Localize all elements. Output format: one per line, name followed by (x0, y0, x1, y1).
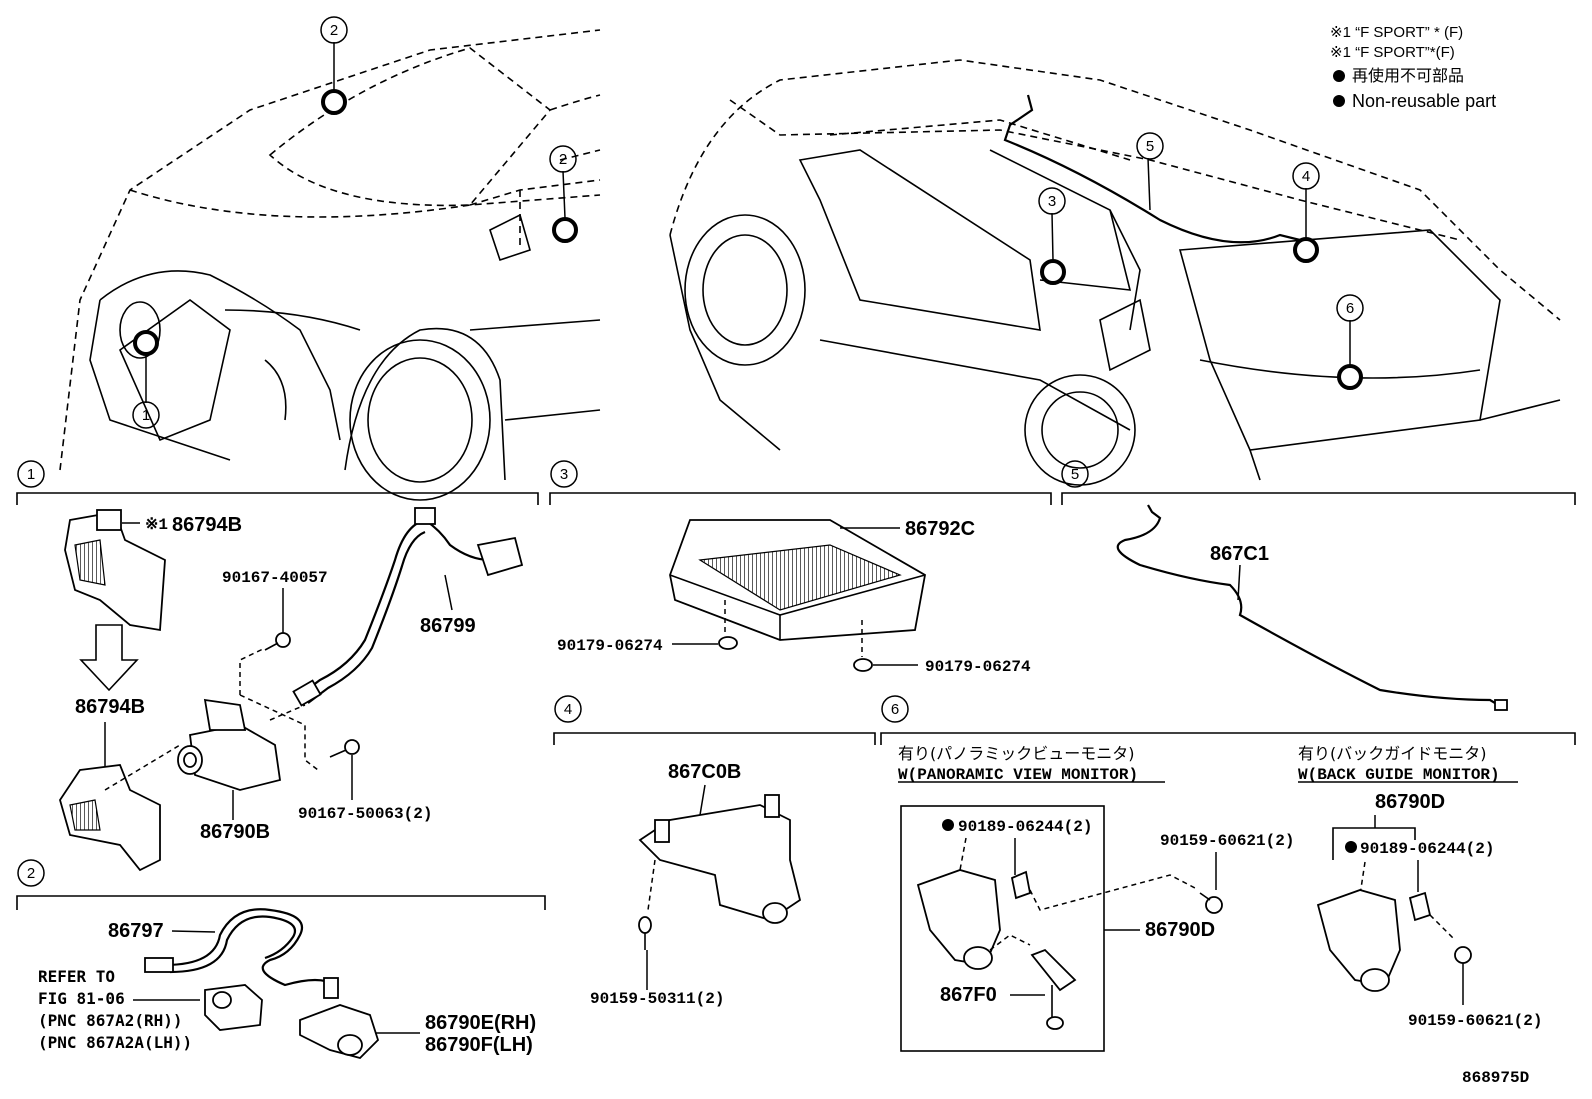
part-90167-50063: 90167-50063(2) (298, 805, 432, 823)
part-90167-40057: 90167-40057 (222, 569, 328, 587)
callout-number: 4 (1302, 168, 1310, 185)
nonreusable-dot-icon (1345, 841, 1357, 853)
section-1-parts: ※1 86794B 86794B 86790B 90167-40057 9016… (59, 507, 524, 872)
front-vehicle-illustration (59, 29, 601, 501)
part-86797: 86797 (108, 920, 164, 942)
section-headers: 1 3 5 4 6 2 (16, 460, 1576, 910)
part-90179-06274-a: 90179-06274 (557, 637, 663, 655)
callout-number: 1 (142, 407, 150, 424)
callout-number: 2 (330, 22, 338, 39)
section-3-parts: 86792C 90179-06274 90179-06274 (557, 518, 1031, 676)
legend-note-2: ※1 “F SPORT”*(F) (1330, 44, 1455, 61)
pv-part-867F0: 867F0 (940, 984, 997, 1006)
part-86790B: 86790B (200, 821, 270, 843)
bg-part-90189: 90189-06244(2) (1360, 840, 1494, 858)
part-867C1: 867C1 (1210, 543, 1269, 565)
part-86794B-top: 86794B (172, 514, 242, 536)
callout-number: 5 (1146, 138, 1154, 155)
part-90179-06274-b: 90179-06274 (925, 658, 1031, 676)
note-prefix: ※1 (145, 516, 168, 534)
vehicle-callouts: 2 2 1 3 4 6 5 (132, 16, 1364, 429)
part-86799: 86799 (420, 615, 476, 637)
section-3-number: 3 (560, 466, 568, 483)
part-86790E: 86790E(RH) (425, 1012, 536, 1034)
nonreusable-dot-icon (942, 819, 954, 831)
section-6-number: 6 (891, 701, 899, 718)
pv-part-86790D: 86790D (1145, 919, 1215, 941)
section-6-parts: 有り(パノラミックビューモニタ) W(PANORAMIC VIEW MONITO… (898, 744, 1542, 1052)
refer-line-4: (PNC 867A2A(LH)) (38, 1033, 192, 1052)
callout-number: 6 (1346, 300, 1354, 317)
section-5-number: 5 (1071, 466, 1079, 483)
bg-part-90159: 90159-60621(2) (1408, 1012, 1542, 1030)
rear-vehicle-illustration (669, 59, 1561, 486)
panoramic-en-label: W(PANORAMIC VIEW MONITOR) (898, 766, 1138, 784)
arrow-down-icon (79, 624, 139, 692)
pv-part-90189: 90189-06244(2) (958, 818, 1092, 836)
section-4-number: 4 (564, 701, 572, 718)
part-86792C: 86792C (905, 518, 975, 540)
figure-id: 868975D (1462, 1069, 1529, 1087)
refer-line-3: (PNC 867A2(RH)) (38, 1011, 183, 1030)
section-2-number: 2 (27, 865, 35, 882)
backguide-en-label: W(BACK GUIDE MONITOR) (1298, 766, 1500, 784)
legend-nonreusable-en: Non-reusable part (1352, 91, 1496, 111)
panoramic-jp-label: 有り(パノラミックビューモニタ) (898, 744, 1135, 763)
part-86794B: 86794B (75, 696, 145, 718)
callout-number: 2 (559, 151, 567, 168)
panoramic-assembly-box (900, 805, 1105, 1052)
section-4-parts: 867C0B 90159-50311(2) (590, 761, 802, 1008)
backguide-jp-label: 有り(バックガイドモニタ) (1298, 744, 1487, 763)
nonreusable-dot-icon (1333, 95, 1345, 107)
legend-note-1: ※1 “F SPORT” * (F) (1330, 24, 1463, 41)
bg-part-86790D: 86790D (1375, 791, 1445, 813)
section-1-number: 1 (27, 466, 35, 483)
part-90159-50311: 90159-50311(2) (590, 990, 724, 1008)
pv-part-90159: 90159-60621(2) (1160, 832, 1294, 850)
section-2-parts: 86797 REFER TO FIG 81-06 (PNC 867A2(RH))… (38, 908, 536, 1060)
legend: ※1 “F SPORT” * (F) ※1 “F SPORT”*(F) 再使用不… (1330, 24, 1496, 111)
part-867C0B: 867C0B (668, 761, 741, 783)
refer-line-1: REFER TO (38, 967, 115, 986)
nonreusable-dot-icon (1333, 70, 1345, 82)
callout-number: 3 (1048, 193, 1056, 210)
section-5-parts: 867C1 (1116, 504, 1508, 711)
part-86790F: 86790F(LH) (425, 1034, 533, 1056)
legend-nonreusable-jp: 再使用不可部品 (1352, 66, 1464, 85)
refer-line-2: FIG 81-06 (38, 989, 125, 1008)
